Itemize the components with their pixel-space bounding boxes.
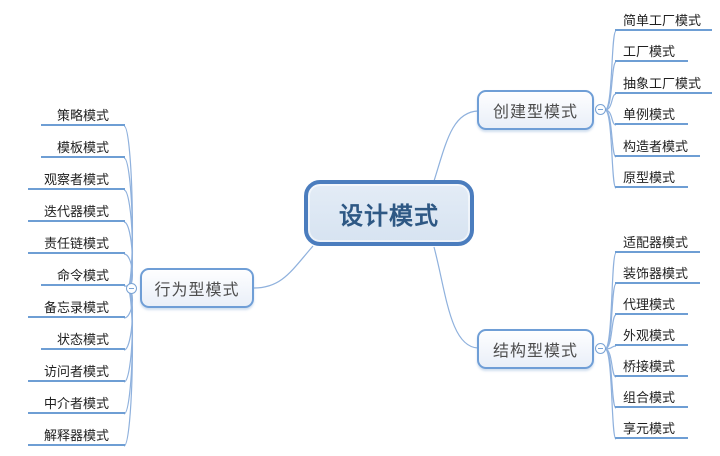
leaf-node[interactable]: 迭代器模式 bbox=[28, 203, 125, 222]
leaf-node[interactable]: 备忘录模式 bbox=[28, 299, 125, 318]
leaf-node[interactable]: 策略模式 bbox=[41, 107, 125, 126]
leaf-node[interactable]: 抽象工厂模式 bbox=[615, 75, 712, 94]
leaf-node[interactable]: 解释器模式 bbox=[28, 427, 125, 446]
root-node[interactable]: 设计模式 bbox=[304, 180, 474, 246]
leaf-node[interactable]: 代理模式 bbox=[615, 296, 688, 315]
leaf-node[interactable]: 状态模式 bbox=[41, 331, 125, 350]
leaf-node[interactable]: 责任链模式 bbox=[28, 235, 125, 254]
leaf-node[interactable]: 观察者模式 bbox=[28, 171, 125, 190]
leaf-node[interactable]: 适配器模式 bbox=[615, 234, 700, 253]
leaf-node[interactable]: 原型模式 bbox=[615, 169, 688, 188]
leaf-node[interactable]: 桥接模式 bbox=[615, 358, 688, 377]
leaf-node[interactable]: 简单工厂模式 bbox=[615, 12, 712, 31]
leaf-node[interactable]: 工厂模式 bbox=[615, 43, 688, 62]
leaf-node[interactable]: 外观模式 bbox=[615, 327, 688, 346]
minus-circle-icon[interactable] bbox=[595, 343, 606, 354]
leaf-node[interactable]: 中介者模式 bbox=[28, 395, 125, 414]
leaf-node[interactable]: 命令模式 bbox=[41, 267, 125, 286]
leaf-node[interactable]: 享元模式 bbox=[615, 420, 688, 439]
leaf-node[interactable]: 构造者模式 bbox=[615, 138, 700, 157]
branch-node-creational[interactable]: 创建型模式 bbox=[477, 90, 594, 130]
leaf-node[interactable]: 模板模式 bbox=[41, 139, 125, 158]
branch-node-structural[interactable]: 结构型模式 bbox=[477, 329, 594, 369]
minus-circle-icon[interactable] bbox=[126, 283, 137, 294]
minus-circle-icon[interactable] bbox=[595, 104, 606, 115]
leaf-node[interactable]: 单例模式 bbox=[615, 106, 688, 125]
leaf-node[interactable]: 装饰器模式 bbox=[615, 265, 700, 284]
leaf-node[interactable]: 组合模式 bbox=[615, 389, 688, 408]
leaf-node[interactable]: 访问者模式 bbox=[28, 363, 125, 382]
branch-node-behavioral[interactable]: 行为型模式 bbox=[140, 268, 254, 308]
